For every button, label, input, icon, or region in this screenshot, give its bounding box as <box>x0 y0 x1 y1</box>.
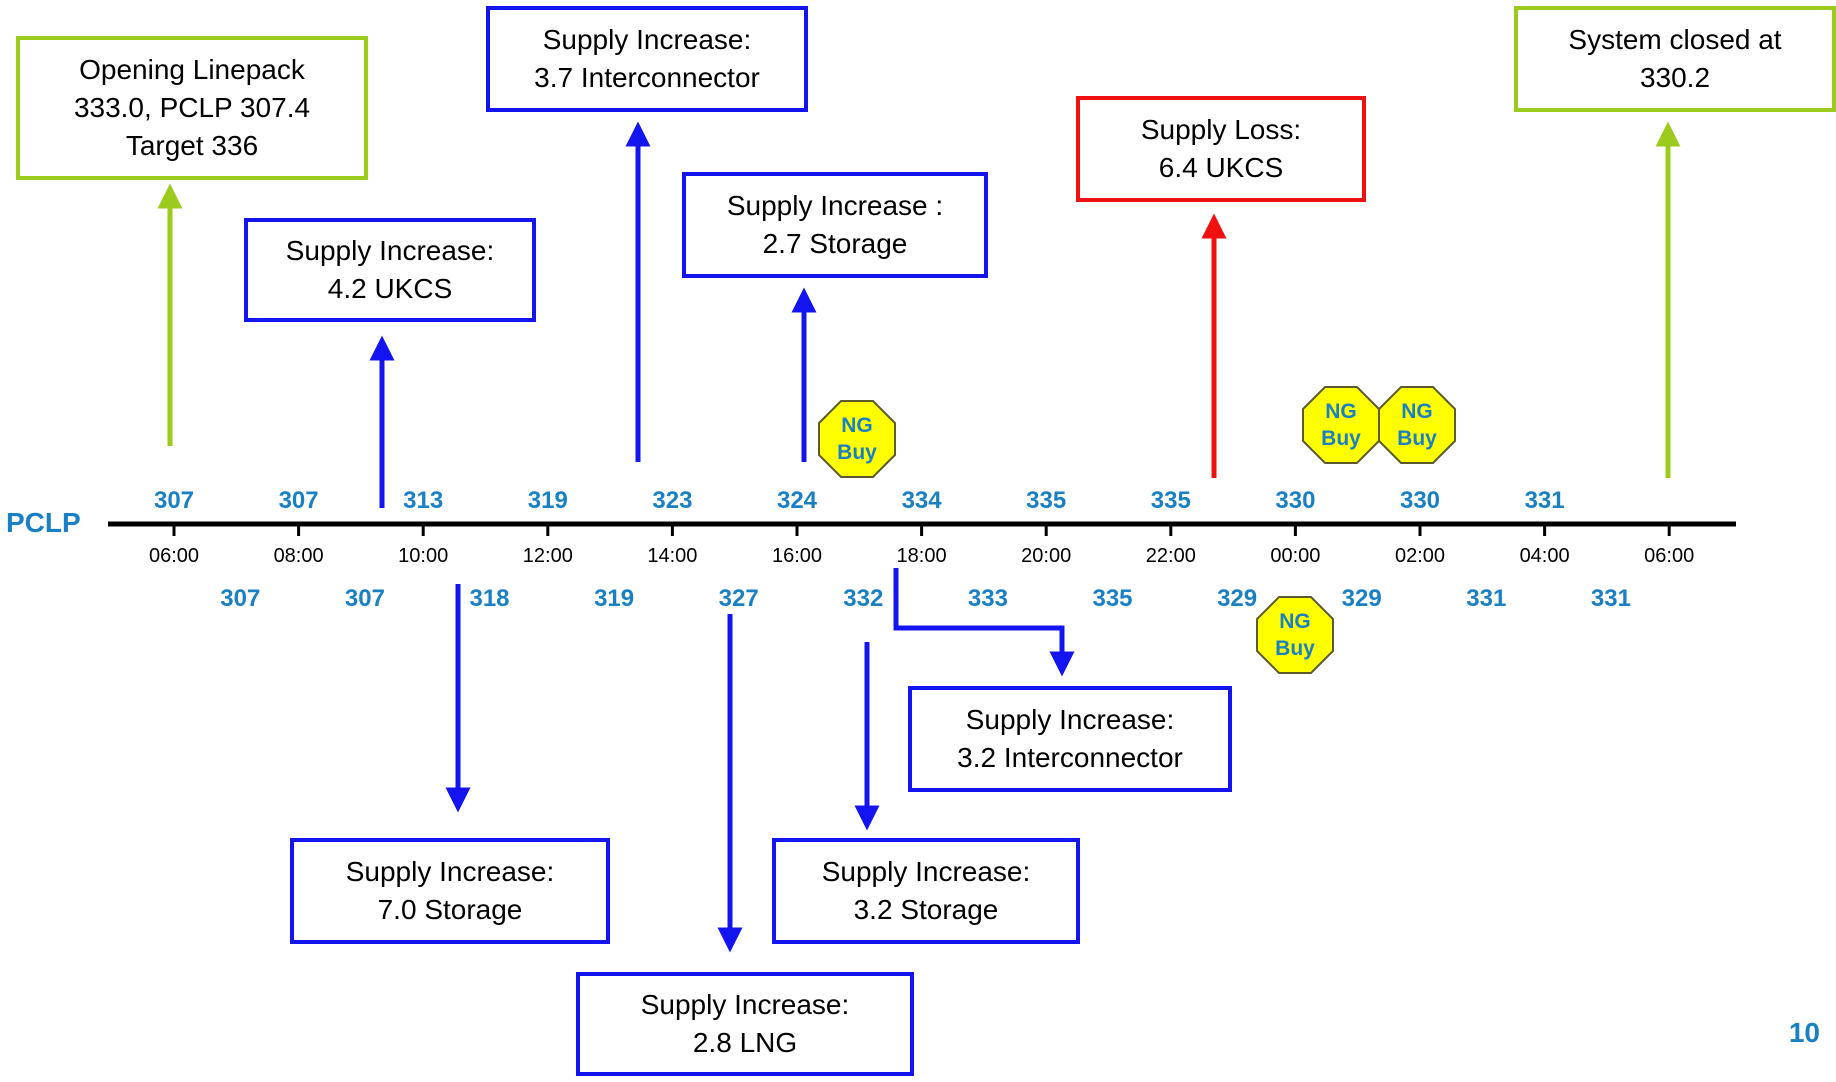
time-label: 06:00 <box>1644 545 1694 567</box>
pclp-value-below: 327 <box>719 585 759 612</box>
event-box-opening: Opening Linepack 333.0, PCLP 307.4 Targe… <box>16 36 368 180</box>
time-label: 04:00 <box>1520 545 1570 567</box>
supply-interconnector-3-7-line-2: 3.7 Interconnector <box>534 62 760 93</box>
supply-storage-2-7-line-2: 2.7 Storage <box>762 228 908 259</box>
pclp-value-below: 332 <box>843 585 883 612</box>
pclp-value-above: 313 <box>403 487 443 514</box>
time-label: 08:00 <box>274 545 324 567</box>
system-closed-line-2: 330.2 <box>1639 62 1711 93</box>
time-label: 10:00 <box>398 545 448 567</box>
supply-storage-2-7-line-1: Supply Increase : <box>726 190 944 221</box>
pclp-value-above: 324 <box>777 487 818 514</box>
opening-line-1: Opening Linepack <box>79 54 305 85</box>
ng-buy-line-2: Buy <box>837 441 877 464</box>
pclp-value-above: 307 <box>154 487 194 514</box>
pclp-value-above: 334 <box>902 487 943 514</box>
event-box-supply-storage-3-2: Supply Increase: 3.2 Storage <box>772 838 1080 944</box>
pclp-label: PCLP <box>6 507 81 538</box>
supply-interconnector-3-2-line-1: Supply Increase: <box>965 704 1175 735</box>
pclp-value-below: 335 <box>1092 585 1132 612</box>
event-box-supply-interconnector-3-2: Supply Increase: 3.2 Interconnector <box>908 686 1232 792</box>
pclp-value-below: 331 <box>1591 585 1631 612</box>
ng-buy-line-2: Buy <box>1321 427 1361 450</box>
ng-buy-line-1: NG <box>1325 400 1357 423</box>
pclp-value-below: 307 <box>220 585 260 612</box>
opening-line-2: 333.0, PCLP 307.4 <box>73 92 311 123</box>
supply-storage-3-2-line-1: Supply Increase: <box>821 856 1031 887</box>
pclp-value-below: 333 <box>968 585 1008 612</box>
pclp-value-below: 318 <box>469 585 509 612</box>
supply-ukcs-4-2-line-2: 4.2 UKCS <box>327 273 453 304</box>
time-label: 22:00 <box>1146 545 1196 567</box>
pclp-value-above: 331 <box>1525 487 1565 514</box>
time-label: 18:00 <box>897 545 947 567</box>
pclp-value-below: 319 <box>594 585 634 612</box>
ng-buy-badge: NG Buy <box>1378 386 1456 464</box>
supply-ukcs-4-2-line-1: Supply Increase: <box>285 235 495 266</box>
pclp-value-above: 323 <box>652 487 692 514</box>
supply-storage-7-0-line-1: Supply Increase: <box>345 856 555 887</box>
ng-buy-line-2: Buy <box>1275 637 1315 660</box>
event-box-supply-lng-2-8: Supply Increase: 2.8 LNG <box>576 972 914 1076</box>
ng-buy-line-1: NG <box>1401 400 1433 423</box>
event-box-supply-interconnector-3-7: Supply Increase: 3.7 Interconnector <box>486 6 808 112</box>
supply-loss-ukcs-6-4-line-1: Supply Loss: <box>1140 114 1302 145</box>
pclp-value-above: 330 <box>1275 487 1315 514</box>
supply-interconnector-3-7-line-1: Supply Increase: <box>542 24 752 55</box>
pclp-value-below: 329 <box>1217 585 1257 612</box>
event-box-supply-storage-2-7: Supply Increase : 2.7 Storage <box>682 172 988 278</box>
pclp-value-above: 335 <box>1151 487 1191 514</box>
ng-buy-line-1: NG <box>841 414 873 437</box>
supply-interconnector-3-2-line-2: 3.2 Interconnector <box>957 742 1183 773</box>
supply-loss-ukcs-6-4-line-2: 6.4 UKCS <box>1158 152 1284 183</box>
event-box-supply-loss-ukcs-6-4: Supply Loss: 6.4 UKCS <box>1076 96 1366 202</box>
time-label: 20:00 <box>1021 545 1071 567</box>
pclp-value-above: 335 <box>1026 487 1066 514</box>
supply-lng-2-8-line-2: 2.8 LNG <box>692 1027 798 1058</box>
ng-buy-line-2: Buy <box>1397 427 1437 450</box>
time-label: 14:00 <box>647 545 697 567</box>
time-label: 16:00 <box>772 545 822 567</box>
event-box-supply-storage-7-0: Supply Increase: 7.0 Storage <box>290 838 610 944</box>
time-label: 00:00 <box>1270 545 1320 567</box>
ng-buy-badge: NG Buy <box>818 400 896 478</box>
pclp-value-below: 307 <box>345 585 385 612</box>
opening-line-3: Target 336 <box>125 130 259 161</box>
ng-buy-badge: NG Buy <box>1256 596 1334 674</box>
pclp-values-below: 307 307 318 319 327 332 333 335 329 329 331 331 <box>220 585 1631 612</box>
supply-storage-3-2-line-2: 3.2 Storage <box>853 894 999 925</box>
time-label: 06:00 <box>149 545 199 567</box>
time-label: 12:00 <box>523 545 573 567</box>
pclp-value-above: 319 <box>528 487 568 514</box>
timeline-ticks <box>172 524 1671 536</box>
pclp-values-above: 307 307 313 319 323 324 334 335 335 330 330 331 <box>154 487 1565 514</box>
time-labels: 06:00 08:00 10:00 12:00 14:00 16:00 18:00 20:00… <box>149 545 1694 567</box>
pclp-value-above: 307 <box>279 487 319 514</box>
pclp-value-below: 329 <box>1342 585 1382 612</box>
ng-buy-badge: NG Buy <box>1302 386 1380 464</box>
page-number: 10 <box>1788 1017 1820 1048</box>
supply-lng-2-8-line-1: Supply Increase: <box>640 989 850 1020</box>
ng-buy-line-1: NG <box>1279 610 1311 633</box>
arrow-supply-interconnector-3-2 <box>893 568 1075 677</box>
time-label: 02:00 <box>1395 545 1445 567</box>
event-box-system-closed: System closed at 330.2 <box>1514 6 1836 112</box>
pclp-value-above: 330 <box>1400 487 1440 514</box>
pclp-value-below: 331 <box>1466 585 1506 612</box>
system-closed-line-1: System closed at <box>1568 24 1782 55</box>
event-box-supply-ukcs-4-2: Supply Increase: 4.2 UKCS <box>244 218 536 322</box>
supply-storage-7-0-line-2: 7.0 Storage <box>377 894 523 925</box>
